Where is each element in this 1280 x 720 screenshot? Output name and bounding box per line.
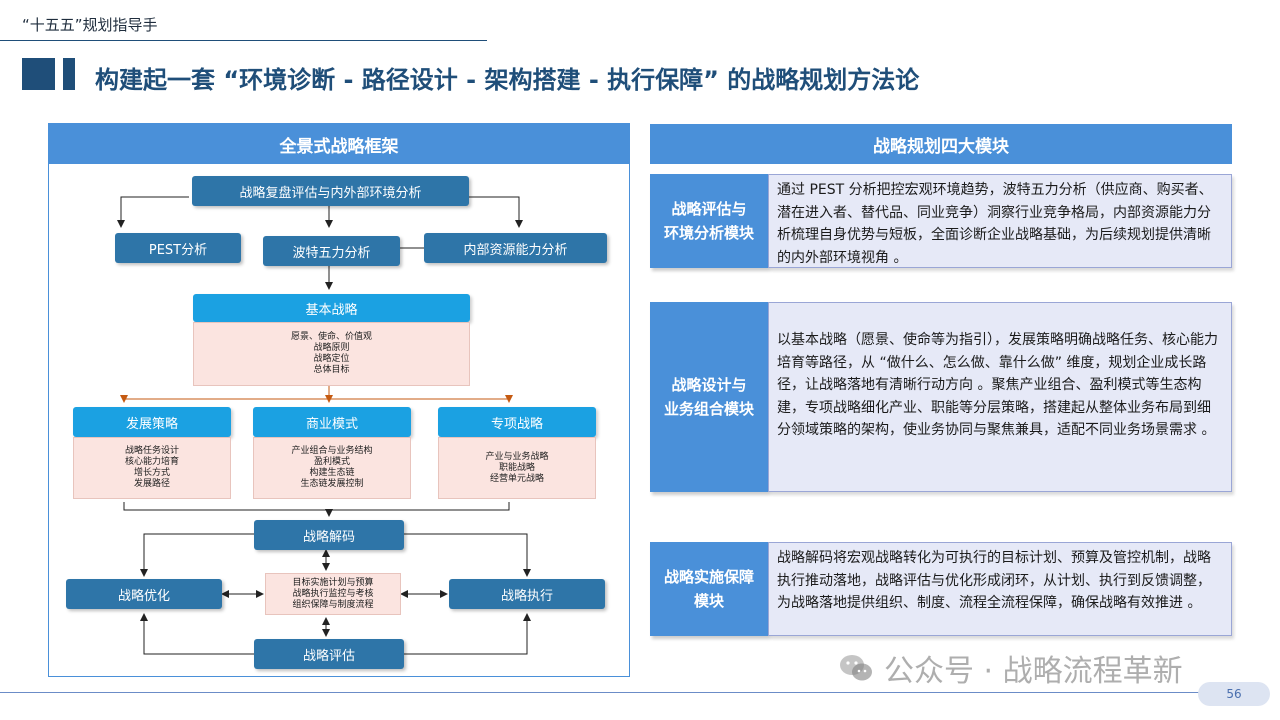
special-strategy-box: 专项战略 — [438, 407, 596, 437]
development-strategy-details: 战略任务设计 核心能力培育 增长方式 发展路径 — [73, 437, 231, 499]
framework-panel: 全景式战略框架 — [48, 123, 630, 677]
strategy-optimize-box: 战略优化 — [66, 579, 222, 609]
cycle-item: 战略执行监控与考核 — [292, 588, 374, 599]
strategy-evaluate-box: 战略评估 — [254, 639, 404, 669]
page-number: 56 — [1198, 682, 1270, 706]
internal-resource-box: 内部资源能力分析 — [424, 233, 607, 263]
cycle-center-details: 目标实施计划与预算 战略执行监控与考核 组织保障与制度流程 — [265, 573, 401, 615]
strategy-item: 产业与业务战略 — [485, 451, 549, 462]
basic-strategy-item: 战略原则 — [313, 343, 350, 353]
title-accent-bar — [63, 58, 75, 90]
basic-strategy-item: 愿景、使命、价值观 — [290, 332, 372, 342]
business-model-details: 产业组合与业务结构 盈利模式 构建生态链 生态链发展控制 — [253, 437, 411, 499]
footer-divider — [0, 692, 1210, 693]
special-strategy-details: 产业与业务战略 职能战略 经营单元战略 — [438, 437, 596, 499]
basic-strategy-item: 战略定位 — [313, 354, 350, 364]
module-desc-implementation: 战略解码将宏观战略转化为可执行的目标计划、预算及管控机制，战略执行推动落地，战略… — [768, 542, 1232, 636]
development-strategy-box: 发展策略 — [73, 407, 231, 437]
header-divider — [0, 40, 487, 41]
strategy-item: 战略任务设计 — [124, 446, 179, 456]
module-label-line: 战略实施保障 — [663, 568, 754, 586]
watermark: 公众号 · 战略流程革新 — [838, 646, 1183, 690]
business-model-box: 商业模式 — [253, 407, 411, 437]
five-forces-box: 波特五力分析 — [263, 236, 400, 266]
strategy-item: 构建生态链 — [309, 468, 355, 478]
module-label-design: 战略设计与 业务组合模块 — [650, 302, 768, 492]
module-label-line: 模块 — [693, 592, 724, 610]
module-label-line: 战略设计与 — [671, 376, 747, 394]
cycle-item: 目标实施计划与预算 — [292, 577, 374, 588]
page-title: 构建起一套 “环境诊断 - 路径设计 - 架构搭建 - 执行保障” 的战略规划方… — [95, 66, 920, 94]
header-text: “十五五”规划指导手 — [22, 16, 158, 34]
title-accent-block — [22, 58, 55, 90]
strategy-item: 盈利模式 — [313, 457, 350, 467]
wechat-icon — [838, 653, 874, 683]
strategy-execute-box: 战略执行 — [449, 579, 605, 609]
strategy-item: 增长方式 — [133, 468, 170, 478]
module-label-line: 环境分析模块 — [663, 224, 754, 242]
module-desc-design: 以基本战略（愿景、使命等为指引），发展策略明确战略任务、核心能力培育等路径，从 … — [768, 302, 1232, 492]
framework-connectors — [117, 196, 531, 655]
review-analysis-box: 战略复盘评估与内外部环境分析 — [192, 176, 469, 206]
module-label-line: 战略评估与 — [671, 200, 747, 218]
modules-heading: 战略规划四大模块 — [650, 124, 1232, 164]
cycle-item: 组织保障与制度流程 — [292, 599, 374, 610]
strategy-item: 生态链发展控制 — [300, 479, 364, 489]
module-label-implementation: 战略实施保障 模块 — [650, 542, 768, 636]
module-desc-assessment: 通过 PEST 分析把控宏观环境趋势，波特五力分析（供应商、购买者、潜在进入者、… — [768, 174, 1232, 268]
basic-strategy-item: 总体目标 — [313, 365, 350, 375]
framework-heading: 全景式战略框架 — [49, 124, 629, 164]
pest-analysis-box: PEST分析 — [115, 233, 241, 263]
strategy-item: 产业组合与业务结构 — [291, 446, 373, 456]
watermark-text: 公众号 · 战略流程革新 — [884, 654, 1183, 689]
basic-strategy-details: 愿景、使命、价值观 战略原则 战略定位 总体目标 — [193, 322, 470, 386]
strategy-item: 核心能力培育 — [124, 457, 179, 467]
strategy-item: 发展路径 — [133, 479, 170, 489]
basic-strategy-box: 基本战略 — [193, 294, 470, 322]
module-label-assessment: 战略评估与 环境分析模块 — [650, 174, 768, 268]
strategy-item: 职能战略 — [498, 462, 535, 473]
strategy-decode-box: 战略解码 — [254, 520, 404, 550]
strategy-item: 经营单元战略 — [489, 473, 544, 484]
module-label-line: 业务组合模块 — [663, 400, 754, 418]
